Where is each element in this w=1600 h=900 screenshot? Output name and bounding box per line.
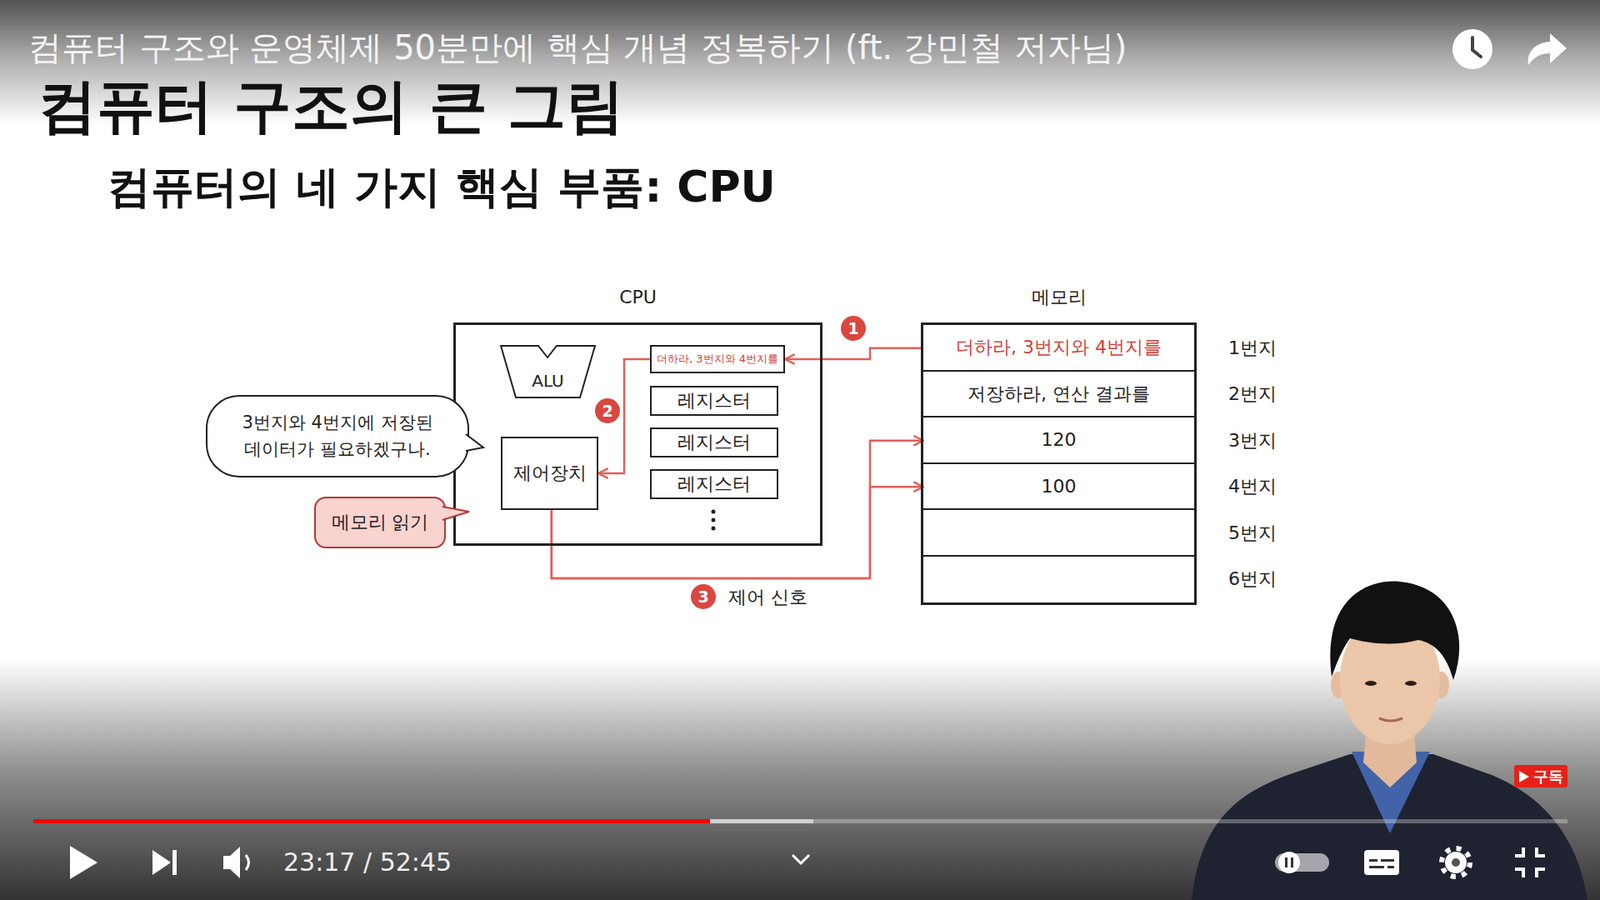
node-text: 레지스터 [677, 389, 751, 413]
cpu-box: CPUALU더하라, 3번지와 4번지를레지스터레지스터레지스터제어장치 [453, 322, 823, 546]
decor-shape [1369, 859, 1378, 862]
decor-shape [245, 855, 250, 870]
memory-cell: 더하라, 3번지와 4번지를 [923, 325, 1195, 372]
address-label: 1번지 [1228, 336, 1277, 360]
note-box: 메모리 읽기 [314, 496, 446, 549]
subscribe-badge-shape [1514, 765, 1568, 788]
node-text: 레지스터 [677, 472, 751, 496]
node-text: 메모리 읽기 [331, 510, 430, 535]
bubble-tail-line [465, 434, 484, 451]
node-text: 더하라, 3번지와 4번지를 [955, 335, 1162, 360]
decor-shape [1528, 33, 1567, 65]
alu-symbol: ALU [500, 345, 596, 399]
alu-shape [500, 345, 595, 398]
progress-bar [33, 819, 1568, 824]
node-text: 저장하라, 연산 결과를 [967, 382, 1150, 406]
decor-shape [1441, 848, 1470, 877]
note-tail [439, 501, 475, 527]
bubble-tail-fill [463, 433, 484, 452]
address-label: 2번지 [1228, 382, 1277, 406]
register-box: 레지스터 [650, 469, 779, 500]
node-text: 120 [1041, 428, 1077, 452]
decor-shape [711, 518, 716, 523]
callout-number: 3 [690, 584, 716, 610]
speech-bubble: 3번지와 4번지에 저장된 데이터가 필요하겠구나. [205, 395, 470, 478]
decor-shape [792, 855, 810, 864]
decor-shape [1285, 857, 1288, 868]
memory-cell-empty [923, 556, 1195, 604]
decor-shape [1451, 858, 1460, 867]
memory-cell: 저장하라, 연산 결과를 [923, 371, 1195, 419]
signal-arrow [785, 348, 924, 360]
subscribe-text: 구독 [1533, 765, 1564, 788]
address-label: 5번지 [1228, 521, 1277, 545]
node-text: 3번지와 4번지에 저장된 데이터가 필요하겠구나. [233, 410, 442, 463]
decor-shape [1380, 859, 1395, 862]
callout-number: 1 [840, 315, 866, 341]
decor-shape [1445, 851, 1467, 874]
slide-heading: 컴퓨터 구조의 큰 그림 [38, 70, 625, 144]
memory-box: 메모리더하라, 3번지와 4번지를저장하라, 연산 결과를120100 [920, 322, 1197, 605]
decor-shape [1290, 857, 1294, 868]
control-unit-box: 제어장치 [500, 436, 599, 510]
memory-cell-empty [923, 510, 1195, 557]
register-box: 레지스터 [650, 385, 779, 416]
decor-shape [711, 510, 716, 515]
decor-shape [1278, 851, 1300, 874]
decor-shape [172, 850, 177, 875]
decor-shape [1369, 865, 1385, 869]
address-label: 3번지 [1228, 429, 1277, 453]
presenter-figure [1191, 581, 1588, 900]
decor-shape [1519, 770, 1530, 783]
decor-shape [33, 819, 814, 824]
decor-shape [1405, 680, 1417, 686]
decor-shape [1452, 29, 1493, 70]
note-tail-fill [439, 506, 470, 520]
decor-shape [33, 819, 1568, 824]
decor-shape [70, 845, 98, 880]
note-tail-line [442, 506, 470, 520]
node-text: 제어장치 [513, 461, 587, 485]
decor-shape [1365, 680, 1377, 686]
decor-shape [1379, 718, 1403, 721]
decor-shape [1387, 865, 1395, 869]
decor-shape [33, 819, 710, 824]
decor-shape [1364, 850, 1400, 875]
player-controls [70, 845, 1545, 880]
box-heading: 메모리 [923, 286, 1195, 309]
decor-shape [1515, 847, 1545, 878]
node-text: 더하라, 3번지와 4번지를 [656, 352, 779, 366]
top-icons [1452, 29, 1567, 70]
slide-subtitle: 컴퓨터의 네 가지 핵심 부품: CPU [107, 160, 776, 215]
signal-arrow [551, 440, 924, 579]
address-label: 6번지 [1228, 567, 1277, 591]
signal-arrow [551, 486, 924, 579]
decor-shape [1330, 581, 1460, 680]
video-title: 컴퓨터 구조와 운영체제 50분만에 핵심 개념 정복하기 (ft. 강민철 저… [28, 26, 1127, 69]
node-text: 100 [1041, 475, 1077, 499]
node-text: 레지스터 [677, 430, 751, 455]
box-heading: CPU [455, 286, 820, 309]
node-text: ALU [531, 370, 564, 392]
decor-shape [152, 850, 171, 875]
memory-cell: 120 [923, 417, 1195, 465]
time-display: 23:17 / 52:45 [283, 846, 452, 879]
edge-label: 제어 신호 [725, 585, 811, 610]
memory-cell: 100 [923, 464, 1195, 511]
decor-shape [1472, 37, 1481, 57]
register-box: 레지스터 [650, 427, 779, 458]
register-box: 더하라, 3번지와 4번지를 [650, 345, 785, 374]
register-ellipsis [711, 510, 716, 531]
decor-shape [223, 846, 240, 879]
decor-shape [1514, 765, 1568, 788]
decor-shape [711, 526, 716, 531]
callout-number: 2 [595, 398, 620, 424]
address-label: 4번지 [1228, 475, 1277, 499]
bubble-tail [463, 433, 487, 455]
